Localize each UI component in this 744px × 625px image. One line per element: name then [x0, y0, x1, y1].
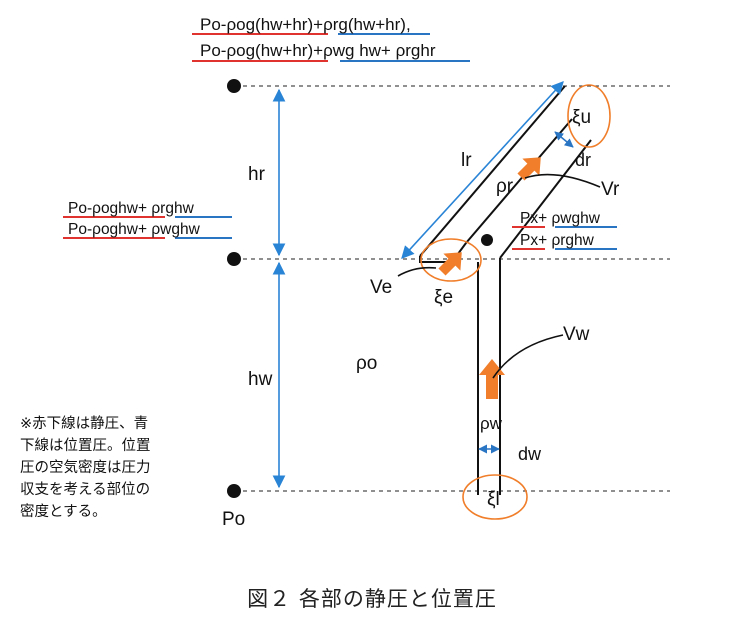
- level-mid-dot: [227, 252, 241, 266]
- note-line: 圧の空気密度は圧力: [20, 460, 151, 476]
- xi-e-circle: [420, 238, 482, 282]
- top-formula-line-2: Po-ρog(hw+hr)+ρwg hw+ ρrghr: [200, 41, 436, 60]
- flow-arrow-entry: [438, 252, 462, 276]
- label-hr: hr: [248, 164, 266, 185]
- flow-arrow-vertical: [479, 359, 505, 399]
- label-dr: dr: [575, 150, 591, 170]
- note-line: 下線は位置圧。位置: [20, 438, 151, 454]
- label-xi-e: ξe: [434, 287, 453, 308]
- left-formula-line-2: Po-ρoghw+ ρwghw: [68, 221, 201, 238]
- ve-leader-line: [397, 266, 437, 277]
- label-rho-o: ρo: [356, 353, 377, 374]
- label-lr: lr: [461, 150, 472, 171]
- label-po: Po: [222, 509, 245, 530]
- legend-note: ※赤下線は静圧、青 下線は位置圧。位置 圧の空気密度は圧力 収支を考える部位の …: [20, 413, 220, 523]
- label-rho-w: ρw: [480, 414, 503, 433]
- level-top-dot: [227, 79, 241, 93]
- duct-upper-wall: [419, 85, 566, 257]
- vw-leader-line: [492, 334, 564, 379]
- note-line: ※赤下線は静圧、青: [20, 416, 149, 432]
- level-bottom-dot: [227, 484, 241, 498]
- right-formula-line-1: Px+ ρwghw: [520, 210, 601, 227]
- note-line: 密度とする。: [20, 504, 107, 520]
- top-formula-line-1: Po-ρog(hw+hr)+ρrg(hw+hr),: [200, 15, 411, 34]
- label-vw: Vw: [563, 324, 590, 345]
- figure-caption: 図２ 各部の静圧と位置圧: [247, 587, 497, 611]
- label-xi-l: ξl: [487, 489, 500, 510]
- dr-dimension-arrow: [554, 131, 574, 148]
- lr-dimension-arrow: [401, 81, 564, 259]
- reference-point-dot: [481, 234, 493, 246]
- label-hw: hw: [248, 369, 273, 390]
- xi-u-circle: [567, 84, 611, 148]
- right-formula-line-2: Px+ ρrghw: [520, 232, 595, 249]
- label-dw: dw: [518, 444, 542, 464]
- label-ve: Ve: [370, 277, 392, 298]
- note-line: 収支を考える部位の: [20, 482, 151, 498]
- label-xi-u: ξu: [572, 107, 591, 128]
- flow-arrow-diagonal: [517, 157, 541, 181]
- vr-leader-line: [524, 173, 601, 188]
- left-formula-line-1: Po-ρoghw+ ρrghw: [68, 200, 195, 217]
- label-vr: Vr: [601, 179, 620, 200]
- xi-l-circle: [462, 474, 528, 520]
- label-rho-r: ρr: [496, 176, 514, 197]
